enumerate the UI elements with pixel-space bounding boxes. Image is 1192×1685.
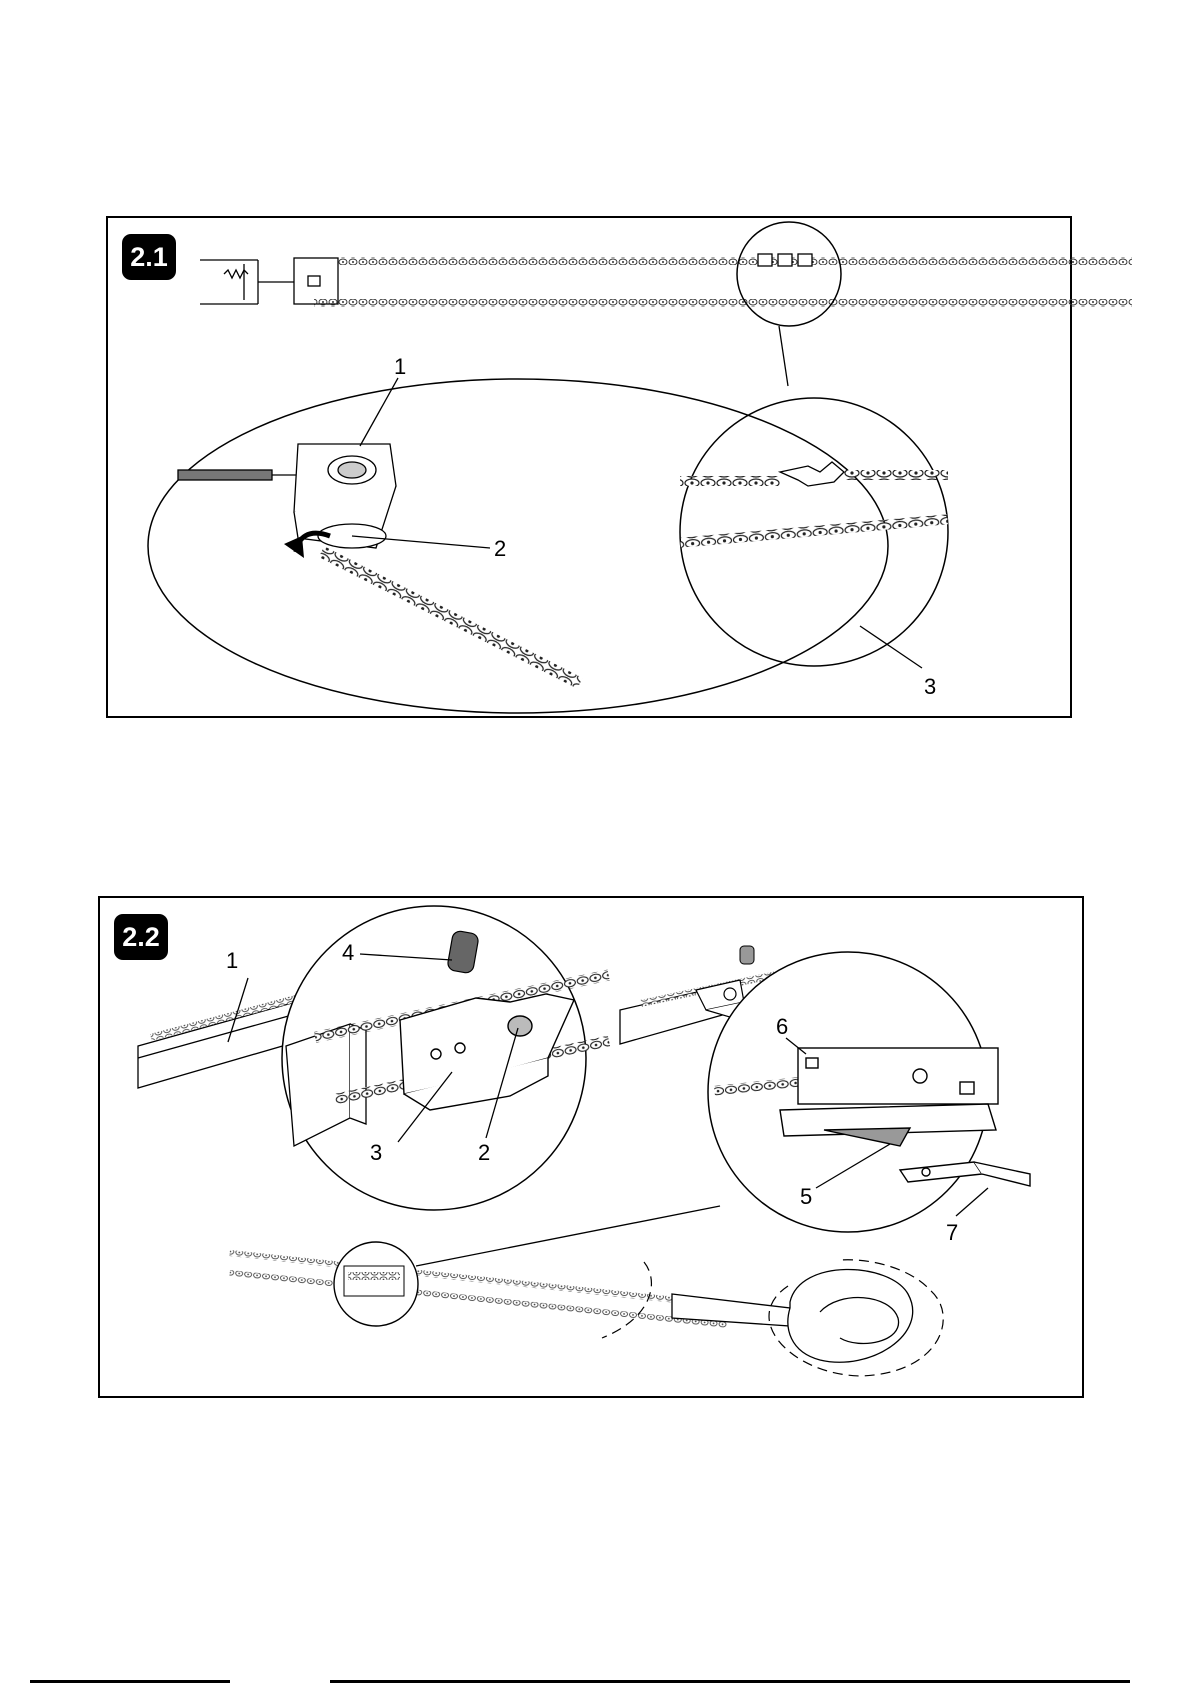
callout-6: 6	[776, 1014, 788, 1039]
callout-2: 2	[494, 536, 506, 561]
callout-3: 3	[924, 674, 936, 699]
chain-joint-small	[758, 254, 812, 266]
figure-2-2-drawing: 1 2 3 4 5 6 7	[100, 898, 1086, 1400]
arrow-head	[284, 536, 304, 558]
detail-ellipse	[148, 379, 888, 713]
figure-2-2-panel: 2.2	[98, 896, 1084, 1398]
figure-2-1-drawing: 1 2 3	[108, 218, 1074, 720]
magnifier-leader	[779, 326, 788, 386]
rail-overview	[200, 258, 338, 304]
tension-slider	[178, 444, 396, 548]
lower-chain	[314, 299, 1132, 307]
callout-1: 1	[394, 354, 406, 379]
callout-3: 3	[370, 1140, 382, 1165]
detail-chain	[319, 546, 583, 688]
callout-1: 1	[226, 948, 238, 973]
callout-5: 5	[800, 1184, 812, 1209]
magnifier-small-circle	[737, 222, 841, 326]
upper-chain	[338, 257, 1132, 265]
figure-2-1-panel: 2.1	[106, 216, 1072, 718]
door-arm	[672, 1269, 913, 1362]
callout-4: 4	[342, 940, 354, 965]
bottom-edge-marks	[0, 1678, 1192, 1685]
dashed-cut-line	[602, 1262, 651, 1338]
callout-7: 7	[946, 1220, 958, 1245]
callout-2: 2	[478, 1140, 490, 1165]
sprocket-small	[740, 946, 754, 964]
detail-chain-join	[680, 462, 948, 548]
